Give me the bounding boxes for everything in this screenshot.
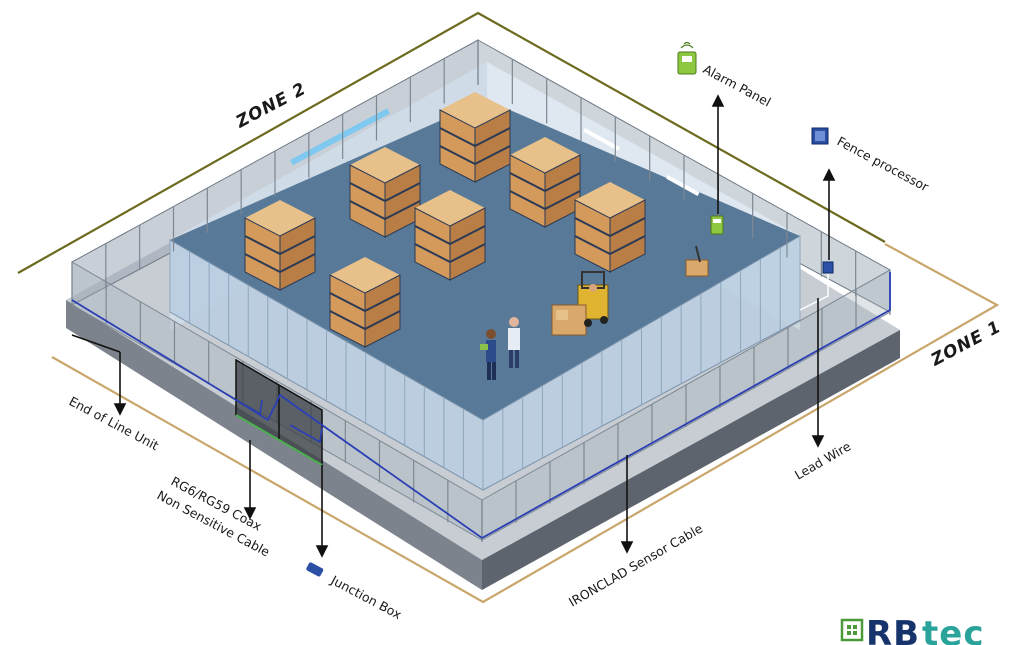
workers — [480, 317, 520, 380]
coax-cable-loop — [235, 399, 323, 444]
wall-light-2 — [583, 128, 620, 151]
sensor-cable-label: IRONCLAD Sensor Cable — [566, 520, 705, 609]
base-right-face — [482, 330, 900, 590]
zone1-label: ZONE 1 — [927, 317, 1005, 371]
logo-text-tec: tec — [922, 614, 984, 645]
wall-light-3 — [666, 175, 700, 196]
pallet-jack — [685, 245, 709, 277]
storage-rack — [574, 182, 646, 273]
end-of-line-leader — [71, 334, 121, 353]
callout-arrows — [113, 94, 836, 558]
storage-rack — [509, 137, 581, 228]
fence-processor-label: Fence processor — [835, 133, 932, 194]
storage-rack — [439, 92, 511, 183]
storage-rack — [329, 257, 401, 348]
junction-box-label: Junction Box — [328, 572, 404, 622]
wall-light-1 — [289, 108, 390, 166]
storage-rack — [244, 200, 316, 291]
storage-rack — [414, 190, 486, 281]
lead-wire-line — [799, 274, 829, 311]
zone2-boundary-line — [17, 11, 886, 274]
logo-grid-icon — [840, 618, 864, 642]
logo-text-rb: RB — [866, 614, 920, 645]
junction-box-icon — [306, 562, 324, 577]
fence-posts — [71, 40, 891, 542]
alarm-panel-device — [677, 41, 697, 75]
forklift — [551, 271, 609, 336]
zone1-boundary-line — [51, 243, 1000, 604]
fence-processor-device — [811, 127, 829, 145]
rbtec-logo: RB tec — [840, 614, 984, 645]
storage-rack — [349, 147, 421, 238]
wall-panel-ribs — [169, 236, 801, 490]
storage-racks — [244, 92, 646, 348]
alarm-panel-wall-unit — [710, 215, 724, 235]
lead-wire-label: Lead Wire — [792, 438, 854, 482]
zone2-label: ZONE 2 — [232, 79, 310, 133]
fence-processor-wall-unit — [822, 261, 834, 274]
base-left-face — [66, 300, 482, 590]
alarm-panel-label: Alarm Panel — [701, 61, 774, 109]
security-gate — [235, 358, 323, 467]
end-of-line-label: End of Line Unit — [67, 393, 162, 453]
